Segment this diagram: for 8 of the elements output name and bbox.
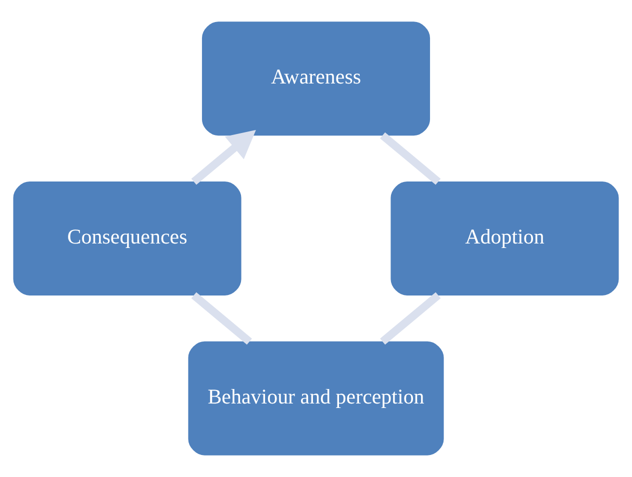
node-box: Consequences bbox=[13, 181, 242, 296]
node-box: Behaviour and perception bbox=[188, 341, 444, 456]
connector bbox=[191, 292, 252, 345]
connector bbox=[380, 292, 441, 345]
node-box: Awareness bbox=[202, 22, 430, 136]
connector bbox=[380, 132, 441, 185]
arrow bbox=[191, 130, 256, 185]
node-box: Adoption bbox=[390, 181, 619, 296]
